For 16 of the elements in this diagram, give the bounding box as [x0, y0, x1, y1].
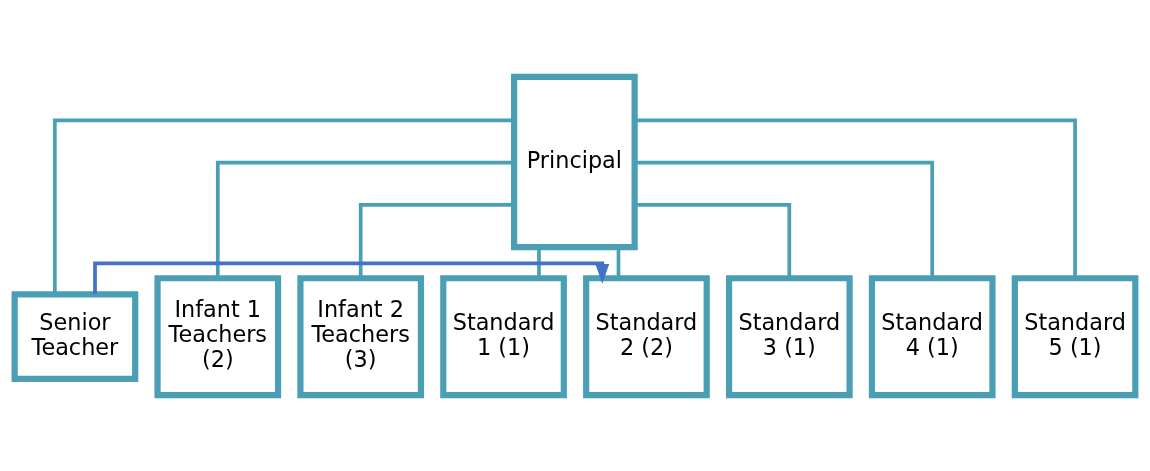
- node-box: Standard 5 (1): [1011, 274, 1139, 398]
- connector: [215, 160, 514, 278]
- node-box: Infant 1 Teachers (2): [154, 274, 282, 398]
- connector: [634, 118, 1077, 278]
- node-box: Standard 1 (1): [440, 274, 567, 398]
- connector: [358, 202, 514, 278]
- node-box: Principal: [511, 73, 638, 250]
- arrow: [93, 260, 610, 294]
- node-box: Standard 4 (1): [868, 274, 996, 398]
- node-box: Standard 2 (2): [583, 274, 710, 398]
- connector: [634, 160, 935, 278]
- node-box: Senior Teacher: [11, 290, 139, 382]
- node-box: Infant 2 Teachers (3): [297, 274, 425, 398]
- connector: [52, 118, 514, 294]
- connector: [634, 202, 792, 278]
- node-box: Standard 3 (1): [725, 274, 853, 398]
